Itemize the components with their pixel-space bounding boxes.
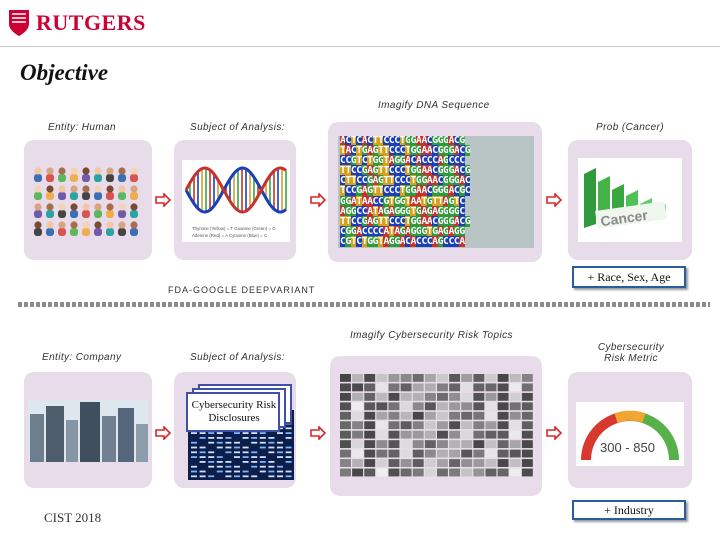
- sequence-line: TTCCGAGTTCCCTGGAACGGGACG: [340, 165, 471, 177]
- arrow-right-icon: [155, 193, 171, 207]
- dna-legend-line-2: Adenine (Red) = A Cytosine (Blue) = C: [192, 233, 267, 238]
- sequence-line: CGGACCCCATAGAGGGTGAGAGG: [340, 225, 465, 237]
- arrow-right-icon: [155, 426, 171, 440]
- cancer-panel: Cancer: [568, 140, 692, 260]
- metric-panel: 300 - 850: [568, 372, 692, 488]
- arrow-right-icon: [546, 193, 562, 207]
- topics-panel: [330, 356, 542, 496]
- risk-disclosures-label: Cybersecurity Risk Disclosures: [191, 399, 277, 424]
- brand-name: RUTGERS: [36, 10, 146, 35]
- sequence-line: CGTCTGGTAGGACACCCAGCCCA: [340, 235, 465, 247]
- skyscrapers-image: [28, 400, 148, 462]
- sequence-line: CCGTCTGGTAGGACACCCAGCCC: [340, 155, 465, 167]
- cancer-bars-image: Cancer: [578, 158, 682, 242]
- shield-icon: [9, 10, 29, 36]
- dna-legend-line-1: Thymine (Yellow) = T Guanine (Green) = G: [192, 226, 276, 231]
- arrow-right-icon: [310, 193, 326, 207]
- arrow-right-icon: [546, 426, 562, 440]
- footer-label: CIST 2018: [44, 510, 102, 525]
- risk-metric-label: Cybersecurity Risk Metric: [597, 342, 665, 364]
- dna-helix-image: Thymine (Yellow) = T Guanine (Green) = G…: [182, 160, 290, 242]
- disclosure-panel: Cybersecurity Risk Disclosures: [174, 372, 296, 488]
- sequence-line: TCCGAGTTCCCTGGAACGGGACGC: [340, 185, 471, 197]
- sequence-line: CTTCCGAGTTCCCTGGAACGGGAC: [340, 175, 471, 187]
- sequence-line: TTCCGAGTTCCCTGGAACGGGACG: [340, 215, 471, 227]
- dna-caption: Imagify DNA Sequence: [378, 100, 490, 111]
- gauge-range-text: 300 - 850: [600, 440, 655, 455]
- sequence-line: ACTCACTTCCCTGGAACGGGACG: [340, 136, 465, 146]
- sequence-line: TACTGAGTTCCCTGGAACGGGACG: [340, 145, 471, 157]
- cyber-caption: Imagify Cybersecurity Risk Topics: [350, 330, 513, 341]
- entity-human-label: Entity: Human: [48, 122, 117, 133]
- industry-tag: + Industry: [572, 500, 686, 520]
- gauge-image: 300 - 850: [576, 402, 684, 466]
- company-panel: [24, 372, 152, 488]
- arrow-right-icon: [310, 426, 326, 440]
- deepvariant-label: FDA-GOOGLE DEEPVARIANT: [168, 285, 316, 295]
- disclosure-stack: Cybersecurity Risk Disclosures: [186, 384, 296, 440]
- human-panel: [24, 140, 152, 260]
- sequence-line: GGATAACCGTGGTAATGTTAGTC: [340, 195, 465, 207]
- slide-title: Objective: [20, 60, 109, 85]
- section-divider: [18, 302, 710, 307]
- header-divider: [0, 46, 720, 47]
- dna-panel: Thymine (Yellow) = T Guanine (Green) = G…: [174, 140, 296, 260]
- subject-label-top: Subject of Analysis:: [190, 122, 285, 133]
- people-grid-image: [34, 167, 138, 236]
- topic-heatmap-image: [340, 374, 533, 477]
- entity-company-label: Entity: Company: [42, 352, 122, 363]
- prob-cancer-label: Prob (Cancer): [596, 122, 664, 133]
- cancer-word: Cancer: [599, 207, 649, 230]
- sequence-line: AGGCCATAGAGGGTGAGAGGGGC: [340, 205, 465, 217]
- subject-label-bottom: Subject of Analysis:: [190, 352, 285, 363]
- race-sex-age-tag: + Race, Sex, Age: [572, 266, 686, 288]
- rutgers-logo: RUTGERS: [8, 6, 148, 40]
